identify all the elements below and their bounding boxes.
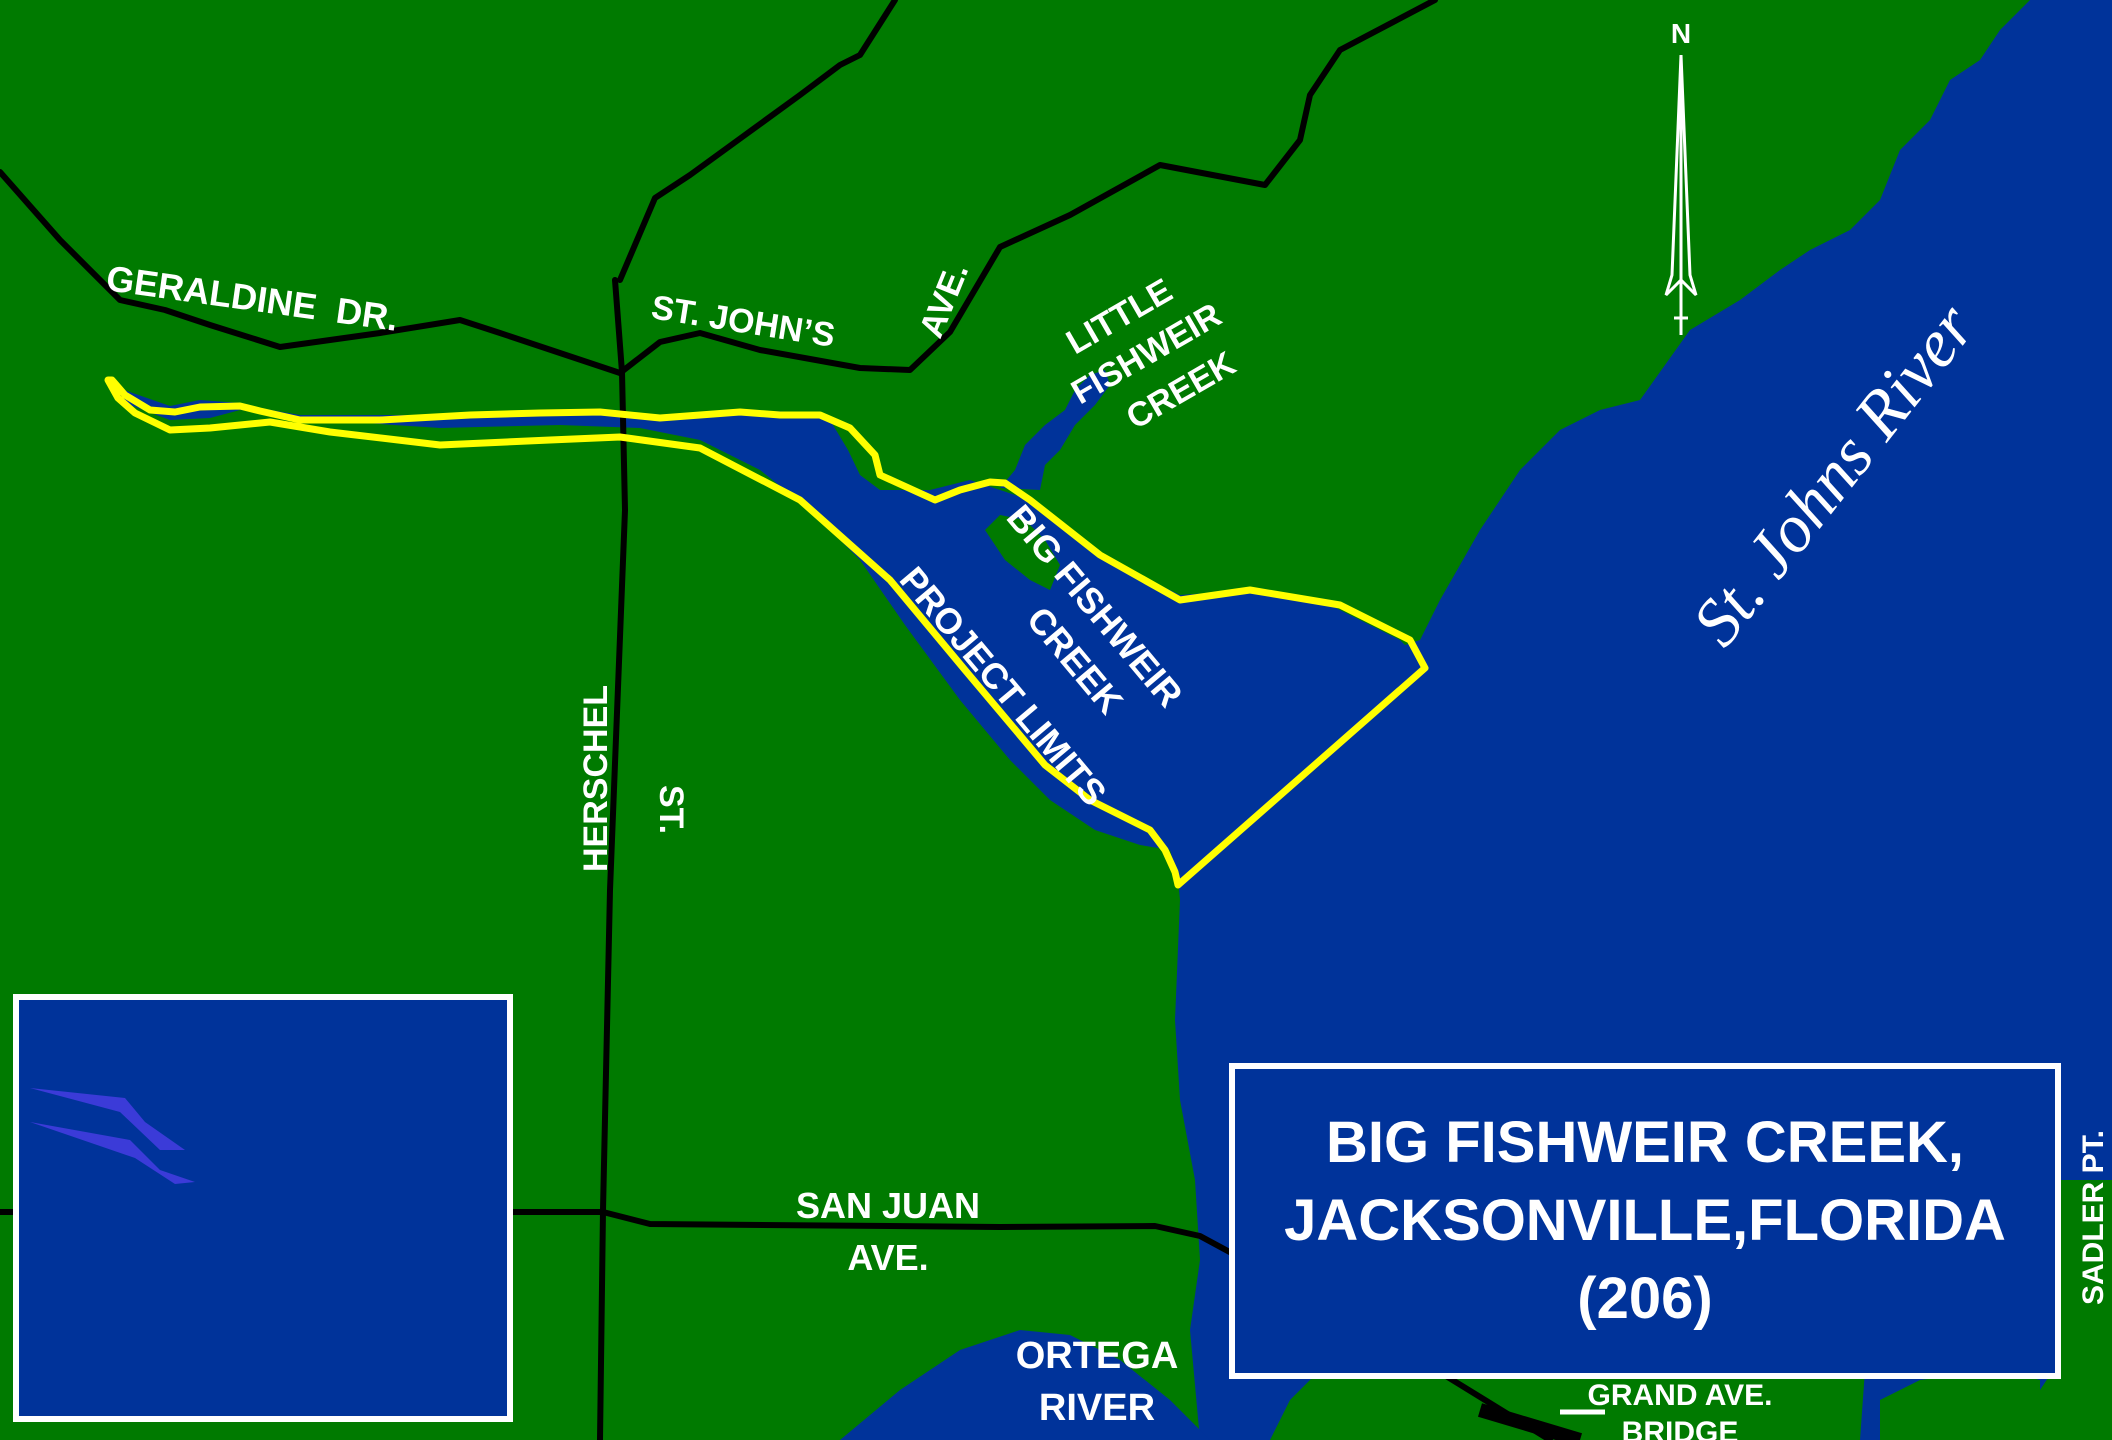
- san-juan-ave-label-2: AVE.: [847, 1237, 928, 1278]
- creek-island: [985, 515, 1060, 590]
- grand-ave-bridge-label-2: BRIDGE: [1622, 1416, 1739, 1440]
- florida-inset-icon: [30, 1088, 195, 1184]
- title-box: [1229, 1063, 2061, 1379]
- sadler-pt-label: SADLER PT.: [2077, 1130, 2110, 1305]
- herschel-st-label-1: HERSCHEL: [577, 685, 615, 872]
- title-line-3: (206): [1577, 1266, 1712, 1331]
- herschel-north-road: [617, 0, 898, 283]
- north-label: N: [1671, 18, 1691, 49]
- north-arrow-icon: N: [1664, 18, 1698, 335]
- ortega-river-label-2: RIVER: [1039, 1387, 1155, 1429]
- grand-ave-bridge: [1477, 1403, 1583, 1440]
- big-fishweir-creek-water: [110, 385, 1425, 880]
- st-johns-ave-road: [617, 0, 1438, 376]
- herschel-st-road: [597, 277, 628, 1440]
- grand-ave-bridge-label-1: GRAND AVE.: [1587, 1379, 1772, 1412]
- herschel-st-label-2: ST.: [652, 785, 690, 834]
- project-limits-outline: [104, 376, 1429, 889]
- title-line-2: JACKSONVILLE,FLORIDA: [1284, 1188, 2006, 1253]
- ortega-river-label-1: ORTEGA: [1016, 1335, 1179, 1377]
- ortega-river-water: [840, 1330, 1210, 1440]
- inset-map-box: [13, 994, 513, 1422]
- inset-shape-lower: [30, 1122, 195, 1184]
- title-line-1: BIG FISHWEIR CREEK,: [1326, 1110, 1964, 1175]
- little-fishweir-creek-water: [1000, 370, 1110, 490]
- san-juan-ave-label-1: SAN JUAN: [796, 1185, 980, 1226]
- geraldine-dr-road: [0, 169, 623, 376]
- inset-shape-upper: [30, 1088, 185, 1150]
- lower-right-land: [1880, 1370, 2040, 1440]
